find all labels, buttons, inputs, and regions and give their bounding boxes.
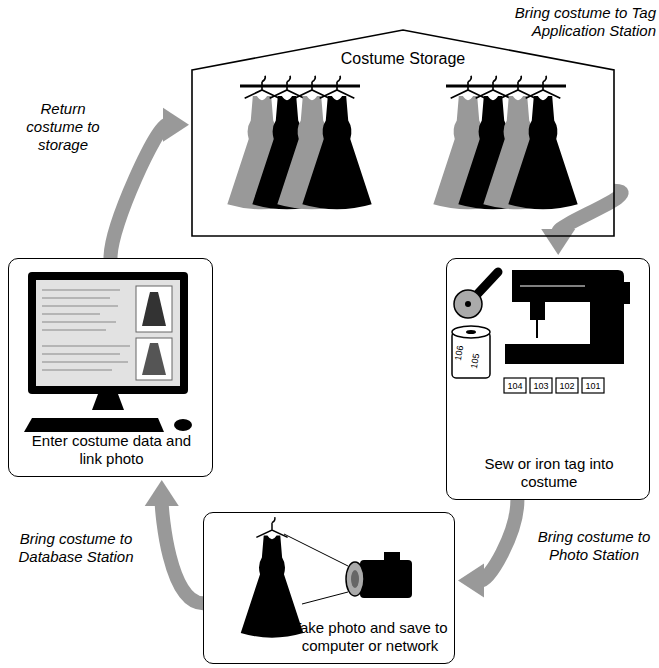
arrow-head [541, 229, 575, 255]
storage-title: Costume Storage [192, 50, 614, 68]
edge-label: Bring costume to Tag Application Station [486, 4, 656, 40]
arrow-head [458, 563, 484, 597]
sewing-machine [505, 270, 630, 364]
flow-arrow [145, 480, 203, 603]
edge-label: Bring costume to Database Station [8, 530, 144, 566]
station-caption: Sew or iron tag into costume [469, 455, 629, 491]
camera [346, 552, 412, 598]
tag-number: 104 [505, 381, 525, 391]
flow-arrow [111, 108, 190, 258]
arrow-head [163, 108, 189, 142]
station-caption: Take photo and save to computer or netwo… [289, 619, 451, 655]
rotary-cutter [454, 272, 498, 318]
arrow-head [145, 480, 179, 506]
tag-number: 103 [531, 381, 551, 391]
edge-label: Bring costume to Photo Station [532, 528, 656, 564]
house-outline-shape [192, 30, 614, 236]
station-caption: Enter costume data and link photo [32, 432, 192, 468]
computer [24, 272, 192, 432]
tag-roll [452, 326, 490, 378]
costume-rack [227, 76, 577, 210]
arrow-shaft [481, 500, 517, 580]
station-box: Take photo and save to computer or netwo… [203, 512, 455, 664]
tag-number: 101 [583, 381, 603, 391]
station-box: Enter costume data and link photo [8, 258, 213, 477]
arrow-shaft [111, 125, 167, 258]
edge-label: Return costume to storage [18, 100, 108, 154]
tag-number: 102 [557, 381, 577, 391]
tag-strip [504, 378, 604, 393]
station-box: Sew or iron tag into costume [446, 258, 650, 500]
storage-house: Costume Storage [192, 30, 614, 236]
flow-arrow [458, 500, 517, 597]
arrow-shaft [162, 503, 203, 603]
